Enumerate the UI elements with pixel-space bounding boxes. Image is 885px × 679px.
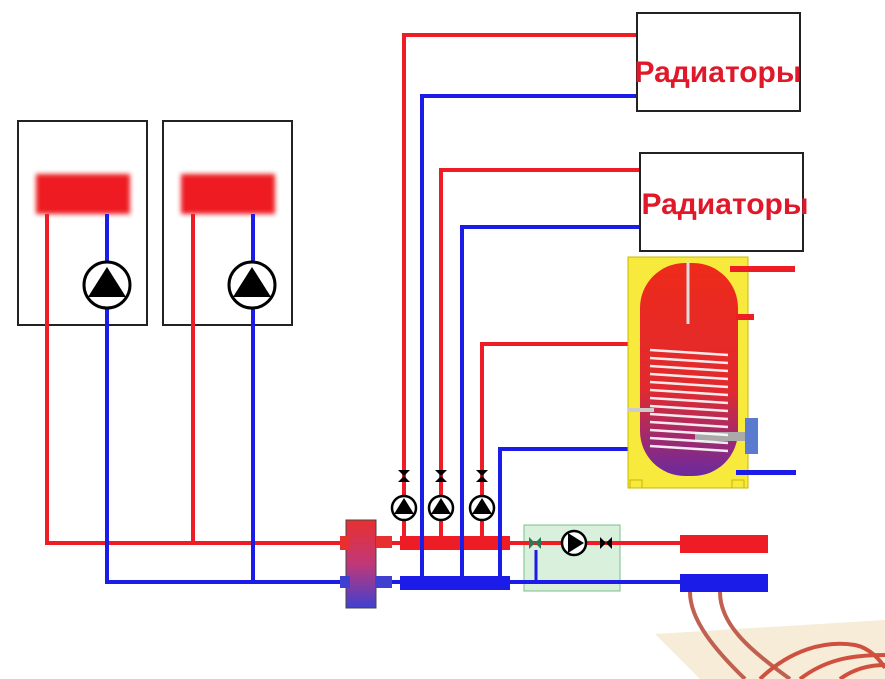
radiator-box-1: Радиаторы — [634, 12, 802, 112]
pump-icon — [390, 494, 418, 522]
valve-icon — [529, 537, 541, 549]
underfloor-supply-manifold — [680, 535, 768, 553]
valve-icon — [435, 470, 447, 482]
radiator-box-2: Радиаторы — [639, 152, 809, 252]
return-manifold — [392, 576, 510, 590]
pump-icon — [227, 260, 277, 310]
boiler-2-burner — [181, 174, 275, 214]
valve-icon — [476, 470, 488, 482]
pump-icon — [560, 529, 588, 557]
supply-manifold — [392, 536, 510, 550]
underfloor-heating — [655, 591, 885, 679]
boiler-1-burner — [36, 174, 130, 214]
valve-icon — [398, 470, 410, 482]
pump-icon — [82, 260, 132, 310]
circuit-pipes — [402, 33, 641, 576]
pump-icon — [468, 494, 496, 522]
tank-icon — [627, 256, 796, 489]
valve-icon — [600, 537, 612, 549]
boiler-1 — [17, 120, 148, 326]
radiator-label-2: Радиаторы — [641, 188, 808, 221]
radiator-label-1: Радиаторы — [634, 56, 801, 89]
coil-icon — [649, 348, 729, 453]
hydraulic-separator — [340, 519, 392, 609]
underfloor-return-manifold — [680, 574, 768, 592]
underfloor-pump-group — [510, 524, 680, 592]
pump-icon — [427, 494, 455, 522]
